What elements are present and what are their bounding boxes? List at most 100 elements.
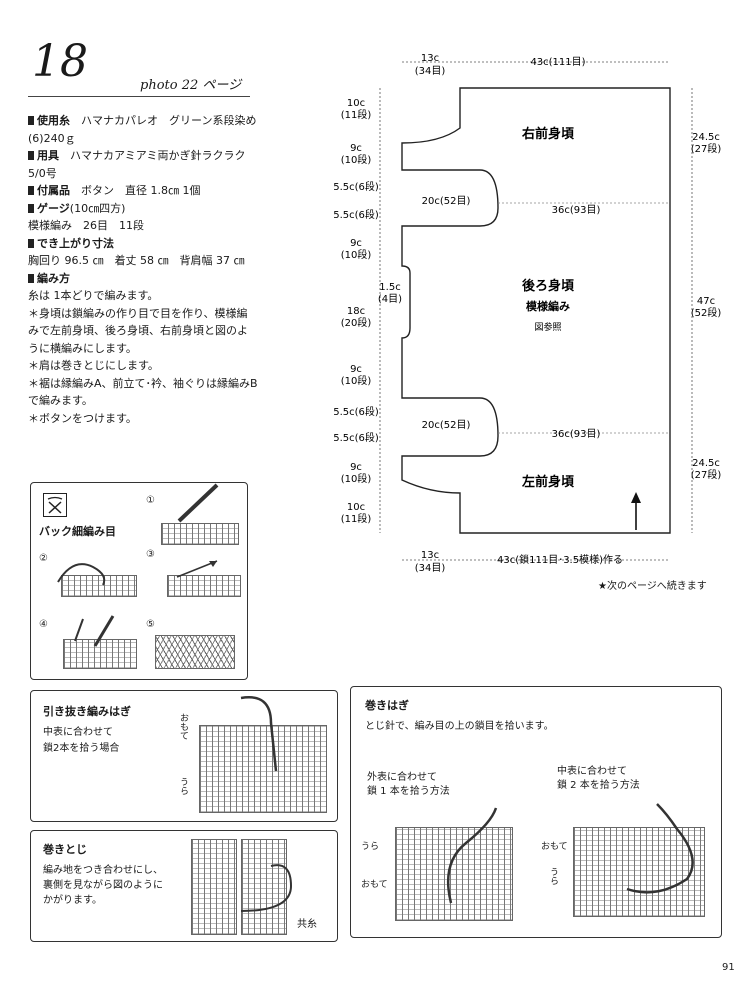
- left-dim-6: 18c: [347, 306, 365, 317]
- spec-notions: 付属品 ボタン 直径 1.8㎝ 1個: [28, 182, 258, 200]
- makitoji-desc: 編み地をつき合わせにし、 裏側を見ながら図のように かがります。: [43, 865, 163, 906]
- hikinuki-title: 引き抜き編みはぎ: [43, 705, 131, 718]
- collar-dim-sub: (4目): [378, 294, 402, 305]
- continued-note: ★次のページへ続きます: [598, 581, 707, 592]
- makitoji-yarn-label: 共糸: [297, 919, 317, 930]
- makitoji-title: 巻きとじ: [43, 843, 87, 856]
- right-dim-2: 47c: [697, 296, 715, 307]
- spec-size: でき上がり寸法: [28, 235, 258, 253]
- yarn-loop-icon: [57, 563, 106, 586]
- collar-dim: 1.5c: [379, 282, 400, 293]
- right-dim-3: 24.5c: [692, 458, 720, 469]
- label-see-chart: 図参照: [534, 321, 561, 333]
- left-dim-5-sub: (10段): [341, 248, 372, 261]
- top-dim-1: 13c: [421, 53, 439, 64]
- bottom-dim-2: 43c(鎖111目･3.5模様)作る: [497, 553, 623, 566]
- left-dim-7: 9c: [350, 364, 362, 375]
- label-pattern-stitch: 模様編み: [526, 299, 570, 313]
- makihagi-left-yarn-icon: [446, 807, 498, 904]
- spec-size-value: 胸回り 96.5 ㎝ 着丈 58 ㎝ 背肩幅 37 ㎝: [28, 254, 245, 267]
- hikinuki-desc: 中表に合わせて 鎖2本を拾う場合: [43, 727, 120, 754]
- hikinuki-box: 引き抜き編みはぎ 中表に合わせて 鎖2本を拾う場合 おもて うら: [30, 690, 338, 822]
- left-dim-2: 9c: [350, 143, 362, 154]
- x-symbol-icon: [47, 496, 63, 514]
- right-dim-2-sub: (52段): [691, 306, 722, 319]
- step-4-label: ④: [39, 619, 48, 630]
- bottom-dim-1: 13c: [421, 550, 439, 561]
- instruction-1: 糸は 1本どりで編みます。: [28, 289, 159, 302]
- left-dim-2-sub: (10段): [341, 153, 372, 166]
- step-5-illustration: [155, 635, 235, 669]
- specs-block: 使用糸 ハマナカパレオ グリーン系段染め(6)240ｇ 用具 ハマナカアミアミ両…: [28, 112, 258, 427]
- step-1-illustration: [161, 523, 239, 545]
- left-dim-7-sub: (10段): [341, 374, 372, 387]
- page-number: 91: [722, 962, 735, 973]
- instruction-4: ＊裾は縁編みA、前立て･衿、袖ぐりは縁編みBで編みます。: [28, 376, 258, 408]
- makihagi-box: 巻きはぎ とじ針で、編み目の上の鎖目を拾います。 外表に合わせて 鎖 1 本を拾…: [350, 686, 722, 938]
- label-back: 後ろ身頃: [522, 278, 575, 294]
- makitoji-left-fabric: [191, 839, 237, 935]
- left-dim-1: 10c: [347, 98, 365, 109]
- spec-gauge-value: 模様編み 26目 11段: [28, 219, 144, 232]
- bottom-dim-1-sub: (34目): [415, 563, 446, 574]
- makihagi-right-caption: 中表に合わせて 鎖 2 本を拾う方法: [557, 766, 640, 791]
- left-dim-8: 5.5c(6段): [333, 405, 379, 418]
- top-dim-2: 43c(111目): [530, 57, 585, 68]
- spec-gauge: ゲージ(10㎝四方): [28, 200, 258, 218]
- step-5-label: ⑤: [146, 619, 155, 630]
- makihagi-right-omote: おもて: [541, 842, 568, 852]
- armhole-bottom-width: 20c(52目): [422, 420, 471, 431]
- makitoji-box: 巻きとじ 編み地をつき合わせにし、 裏側を見ながら図のように かがります。 共糸: [30, 830, 338, 942]
- makihagi-title: 巻きはぎ: [365, 699, 409, 712]
- left-dim-3: 5.5c(6段): [333, 180, 379, 193]
- label-right-front: 右前身頃: [521, 126, 575, 142]
- makihagi-right-illustration: [573, 827, 705, 917]
- pattern-number: 18: [32, 36, 88, 87]
- hikinuki-hook-icon: [240, 696, 278, 772]
- hikinuki-omote-label: おもて: [178, 713, 188, 740]
- makihagi-desc: とじ針で、編み目の上の鎖目を拾います。: [365, 721, 554, 732]
- spec-yarn: 使用糸 ハマナカパレオ グリーン系段染め(6)240ｇ: [28, 114, 257, 145]
- makihagi-left-ura: うら: [361, 842, 380, 852]
- step-3-illustration: [167, 575, 241, 597]
- right-dim-3-sub: (27段): [691, 468, 722, 481]
- armhole-top-length: 36c(93目): [552, 205, 601, 216]
- makihagi-left-caption: 外表に合わせて 鎖 1 本を拾う方法: [367, 772, 450, 797]
- left-dim-4: 5.5c(6段): [333, 208, 379, 221]
- arrow-icon: [176, 560, 218, 578]
- hikinuki-illustration: [199, 725, 327, 813]
- right-dim-1: 24.5c: [692, 132, 720, 143]
- hook-icon: [177, 483, 219, 523]
- left-dim-10-sub: (10段): [341, 472, 372, 485]
- step-4-illustration: [63, 639, 137, 669]
- garment-schematic: 13c (34目) 43c(111目) 13c (34目) 43c(鎖111目･…: [333, 53, 722, 574]
- left-dim-10: 9c: [350, 462, 362, 473]
- hook-pair-icon: [74, 615, 115, 647]
- left-dim-1-sub: (11段): [341, 108, 372, 121]
- makihagi-right-yarn-icon: [626, 803, 694, 894]
- makitoji-right-fabric: [241, 839, 287, 935]
- right-dim-1-sub: (27段): [691, 142, 722, 155]
- back-stitch-title: バック細編み目: [39, 525, 116, 538]
- left-dim-11-sub: (11段): [341, 512, 372, 525]
- step-2-illustration: [61, 575, 137, 597]
- left-dim-11: 10c: [347, 502, 365, 513]
- makihagi-left-illustration: [395, 827, 513, 921]
- makitoji-yarn-icon: [240, 864, 293, 912]
- left-dim-5: 9c: [350, 238, 362, 249]
- top-dim-1-sub: (34目): [415, 66, 446, 77]
- label-left-front: 左前身頃: [522, 474, 575, 490]
- back-stitch-symbol: [43, 493, 67, 517]
- header-rule: [28, 96, 250, 97]
- step-1-label: ①: [146, 495, 155, 506]
- step-3-label: ③: [146, 549, 155, 560]
- armhole-bottom-length: 36c(93目): [552, 429, 601, 440]
- step-2-label: ②: [39, 553, 48, 564]
- instruction-2: ＊身頃は鎖編みの作り目で目を作り、模様編みで左前身頃、後ろ身頃、右前身頃と図のよ…: [28, 306, 248, 355]
- hikinuki-ura-label: うら: [178, 777, 188, 795]
- instruction-5: ＊ボタンをつけます。: [28, 411, 137, 425]
- instruction-3: ＊肩は巻きとじにします。: [28, 359, 159, 372]
- back-stitch-box: バック細編み目 ① ② ③ ④ ⑤: [30, 482, 248, 680]
- makihagi-left-omote: おもて: [361, 880, 388, 890]
- photo-reference: photo 22 ページ: [140, 78, 242, 93]
